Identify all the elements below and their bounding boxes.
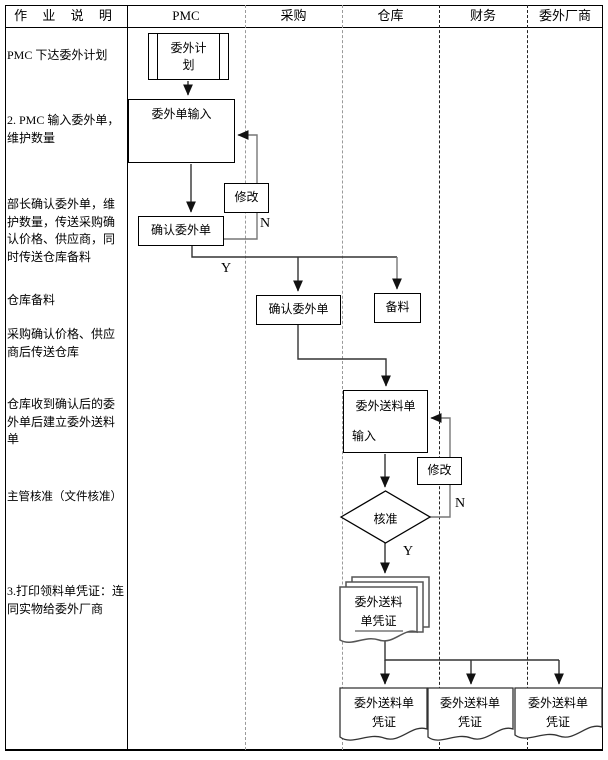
header-underline	[5, 27, 603, 28]
node-modify-1: 修改	[224, 183, 269, 213]
branch-label-no-2: N	[455, 496, 466, 511]
voucher-doc-finance	[427, 687, 514, 741]
note-warehouse-prepare: 仓库备料	[7, 293, 56, 307]
lane-header-finance: 财务	[469, 8, 496, 23]
node-label: 委外单输入	[151, 107, 212, 121]
node-label: 备料	[385, 300, 410, 314]
approve-decision-diamond	[339, 490, 432, 544]
node-label: 委外送料单	[355, 399, 416, 413]
lane-header-pmc: PMC	[172, 8, 200, 23]
lane-header-warehouse: 仓库	[377, 8, 404, 23]
node-confirm-order-pmc: 确认委外单	[138, 216, 224, 246]
voucher-finance-label: 委外送料单凭证	[439, 696, 500, 729]
lane-divider-purchase-warehouse	[342, 5, 343, 750]
stack-sheet-front	[339, 586, 418, 643]
node-label: 委外计划	[170, 40, 207, 72]
note-confirm-order: 部长确认委外单，维护数量，传送采购确认价格、供应商，同时传送仓库备料	[7, 197, 116, 264]
branch-label-yes-1: Y	[221, 261, 232, 276]
table-frame	[5, 5, 603, 751]
lane-divider-finance-vendor	[527, 5, 528, 750]
node-label: 输入	[352, 429, 377, 443]
voucher-stack-shape	[339, 576, 430, 643]
branch-label-no-1: N	[260, 216, 271, 231]
node-label: 确认委外单	[150, 223, 211, 237]
lane-header-purchase: 采购	[280, 8, 307, 23]
note-input-order: 2. PMC 输入委外单，维护数量	[7, 113, 120, 145]
node-prepare-material: 备料	[374, 293, 421, 323]
lane-header-description: 作 业 说 明	[14, 8, 118, 23]
lane-header-vendor: 委外厂商	[538, 8, 591, 23]
branch-line-confirm-yes	[191, 246, 397, 258]
voucher-documents	[339, 687, 603, 741]
voucher-doc-vendor	[514, 687, 603, 739]
voucher-warehouse-label: 委外送料单凭证	[353, 696, 414, 729]
node-label: 修改	[427, 463, 452, 477]
note-print-voucher: 3.打印领料单凭证：连同实物给委外厂商	[7, 584, 125, 616]
node-label: 确认委外单	[268, 302, 329, 316]
node-modify-2: 修改	[417, 457, 462, 485]
voucher-vendor-label: 委外送料单凭证	[527, 696, 588, 729]
node-delivery-note-input: 委外送料单 输入	[343, 390, 428, 453]
flow-arrows	[183, 81, 564, 685]
voucher-stack-label: 委外送料单凭证	[354, 595, 403, 628]
node-confirm-order-purchase: 确认委外单	[256, 295, 341, 325]
note-plan: PMC 下达委外计划	[7, 48, 108, 62]
branch-label-yes-2: Y	[403, 544, 414, 559]
lane-divider-desc-pmc	[127, 5, 128, 750]
lane-divider-pmc-purchase	[245, 5, 246, 750]
node-outsourcing-plan: 委外计划	[148, 33, 229, 80]
node-approve-label: 核准	[373, 512, 398, 526]
fanout-line	[384, 641, 559, 661]
note-create-delivery-note: 仓库收到确认后的委外单后建立委外送料单	[7, 397, 116, 446]
note-purchase-confirm: 采购确认价格、供应商后传送仓库	[7, 327, 116, 359]
node-label: 修改	[234, 190, 259, 204]
lane-divider-warehouse-finance	[439, 5, 440, 750]
arrow-purchase-to-delivery-input	[297, 325, 391, 387]
node-order-input: 委外单输入	[128, 99, 235, 163]
voucher-doc-warehouse	[339, 687, 428, 741]
note-supervisor-approve: 主管核准（文件核准）	[7, 491, 122, 503]
